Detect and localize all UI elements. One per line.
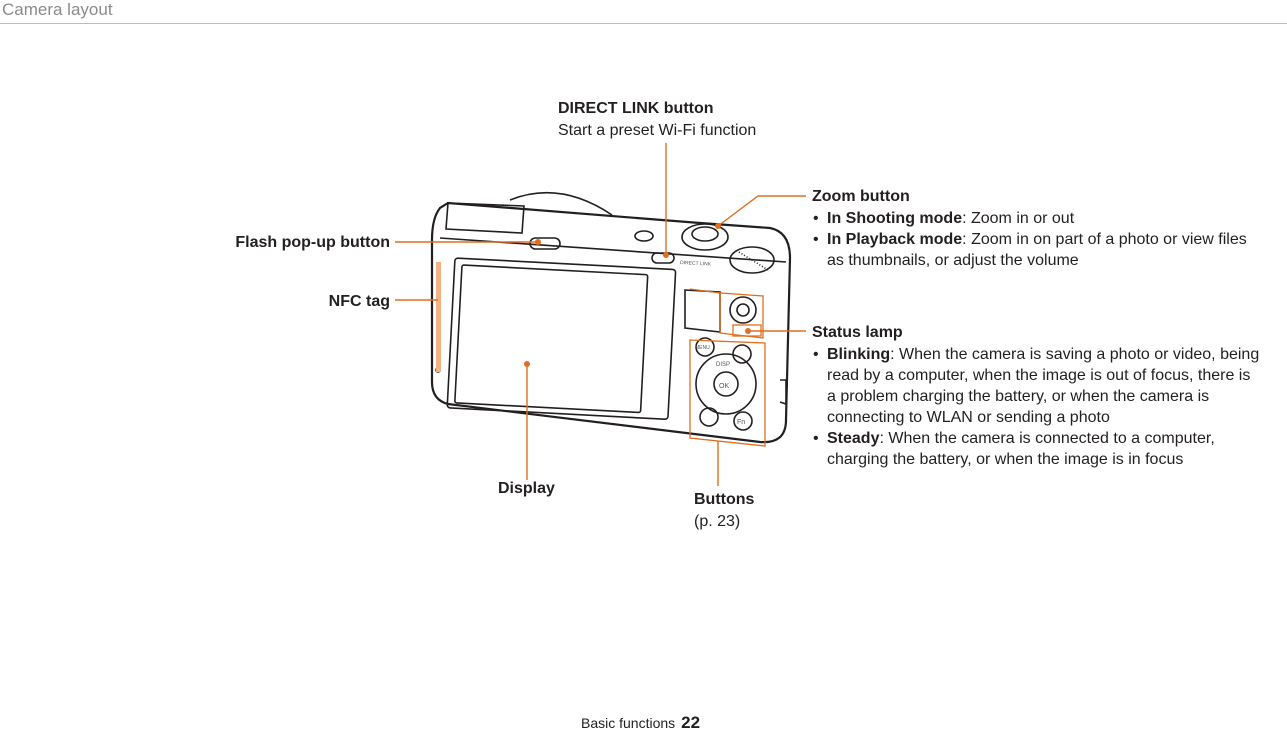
page-number: 22: [681, 713, 701, 732]
zoom-list: In Shooting mode: Zoom in or out In Play…: [812, 208, 1252, 271]
header-rule: [0, 23, 1287, 24]
list-item: Blinking: When the camera is saving a ph…: [812, 344, 1262, 428]
footer-section: Basic functions: [581, 715, 676, 731]
flash-title: Flash pop-up button: [235, 234, 390, 251]
display-title: Display: [498, 480, 555, 497]
marking-menu: MENU: [695, 345, 710, 351]
camera-illustration: [430, 191, 792, 444]
list-item: Steady: When the camera is connected to …: [812, 428, 1262, 470]
marking-direct-link: DIRECT LINK: [680, 260, 712, 268]
list-item: In Shooting mode: Zoom in or out: [812, 208, 1252, 229]
nfc-title: NFC tag: [328, 293, 390, 310]
direct-link-desc: Start a preset Wi-Fi function: [558, 122, 757, 139]
marking-disp: DISP: [716, 362, 730, 368]
status-lamp-list: Blinking: When the camera is saving a ph…: [812, 344, 1262, 470]
marking-ok: OK: [719, 383, 729, 390]
zoom-title: Zoom button: [812, 188, 910, 205]
buttons-title: Buttons: [694, 491, 755, 508]
direct-link-title: DIRECT LINK button: [558, 100, 714, 117]
page-footer: Basic functions 22: [581, 713, 700, 733]
leader-dots: [524, 223, 751, 367]
highlight-boxes: [689, 288, 766, 447]
page-header-title: Camera layout: [2, 0, 113, 19]
nfc-tag-marker: [436, 262, 441, 372]
leader-lines: [395, 143, 806, 486]
buttons-ref: (p. 23): [694, 513, 741, 530]
list-item: In Playback mode: Zoom in on part of a p…: [812, 229, 1252, 271]
status-lamp-title: Status lamp: [812, 324, 903, 341]
marking-fn: Fn: [737, 419, 745, 426]
